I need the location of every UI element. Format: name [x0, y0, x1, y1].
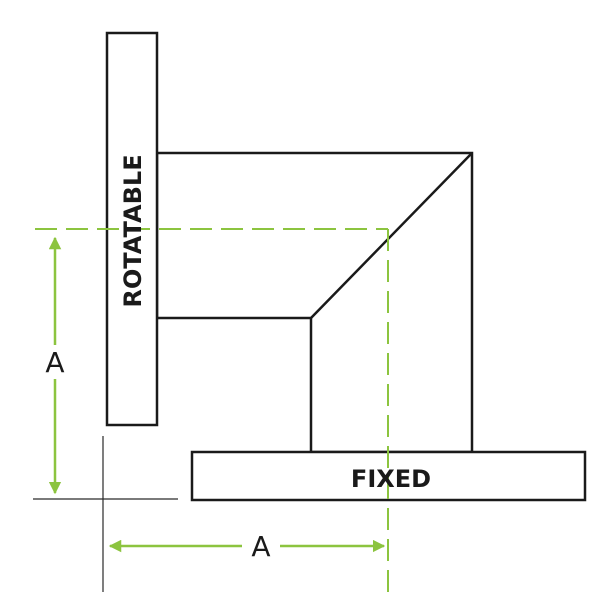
- dimension-label-vertical: A: [45, 346, 64, 379]
- dimension-label-bg-vertical: [36, 345, 74, 379]
- miter-line: [310, 152, 473, 319]
- rotatable-label: ROTATABLE: [119, 154, 147, 307]
- dimension-label-horizontal: A: [251, 530, 270, 563]
- dimension-label-bg-horizontal: [242, 529, 280, 563]
- bend-body: [155, 151, 474, 454]
- fixed-label: FIXED: [351, 465, 431, 493]
